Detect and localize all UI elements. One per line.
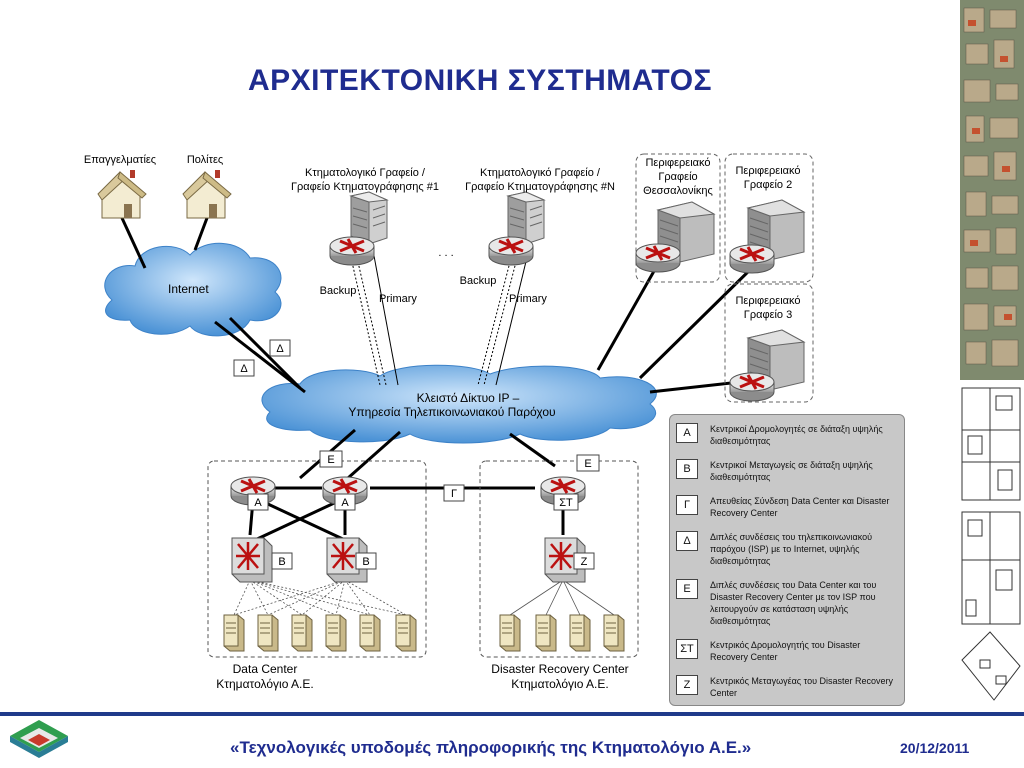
regional2-label-2: Γραφείο 2	[744, 179, 792, 191]
server-links	[233, 579, 407, 616]
legend-key: Α	[676, 423, 698, 443]
regional2-label-1: Περιφερειακό	[735, 165, 800, 177]
ellipsis: . . .	[438, 247, 453, 259]
tag-d	[233, 359, 255, 377]
drc-server-links	[509, 579, 615, 616]
officeN-label-2: Γραφείο Κτηματογράφησης #N	[465, 181, 615, 193]
tag-b-label: Β	[278, 556, 285, 568]
server-icon	[359, 614, 381, 652]
architecture-diagram: Internet	[84, 153, 814, 691]
primary-links	[371, 244, 531, 386]
citizens-label: Πολίτες	[187, 154, 223, 166]
legend-key: Β	[676, 459, 698, 479]
legend-key: Ε	[676, 579, 698, 599]
legend-text: Διπλές συνδέσεις του Data Center και του…	[710, 580, 877, 626]
house-icon	[97, 169, 147, 219]
tag-e	[576, 454, 600, 472]
house-icon	[182, 169, 232, 219]
server-icon	[395, 614, 417, 652]
dc-label-2: Κτηματολόγιο Α.Ε.	[216, 677, 313, 691]
regional-thess-box	[635, 153, 721, 283]
ip-network-label-1: Κλειστό Δίκτυο IP –	[417, 391, 520, 405]
tag-d	[269, 339, 291, 357]
backup-label: Backup	[320, 285, 357, 297]
legend-key: ΣΤ	[676, 639, 698, 659]
regional3-label-1: Περιφερειακό	[735, 295, 800, 307]
tag-e-label: Ε	[584, 458, 591, 470]
tag-z	[573, 552, 595, 570]
officeN-label-1: Κτηματολογικό Γραφείο /	[480, 167, 601, 179]
primary-label: Primary	[379, 293, 417, 305]
footer-bar	[0, 712, 1024, 716]
tag-g-label: Γ	[451, 488, 457, 500]
footer-title: «Τεχνολογικές υποδομές πληροφορικής της …	[230, 738, 752, 757]
office-building-icon	[350, 191, 388, 245]
server-icon	[325, 614, 347, 652]
backup-label: Backup	[460, 275, 497, 287]
legend-text: Κεντρικός Δρομολογητής του Disaster Reco…	[710, 640, 861, 662]
tag-b	[355, 552, 377, 570]
tag-e-label: Ε	[327, 454, 334, 466]
regional2-box	[724, 153, 814, 283]
regional-thess-label-2: Γραφείο	[658, 171, 697, 183]
office-building-icon	[507, 191, 545, 245]
ip-network-label-2: Υπηρεσία Τηλεπικοινωνιακού Παρόχου	[348, 405, 555, 419]
router-icon	[328, 235, 376, 267]
legend-text: Διπλές συνδέσεις του τηλεπικοινωνιακού π…	[710, 532, 873, 566]
legend-key: Ζ	[676, 675, 698, 695]
dc-label-1: Data Center	[233, 662, 298, 676]
tag-b-label: Β	[362, 556, 369, 568]
office1-label-2: Γραφείο Κτηματογράφησης #1	[291, 181, 439, 193]
regional-thess-label-3: Θεσσαλονίκης	[643, 185, 713, 197]
tag-d-label: Δ	[240, 363, 248, 375]
drc-label-2: Κτηματολόγιο Α.Ε.	[511, 677, 608, 691]
server-icon	[223, 614, 245, 652]
regional3-label-2: Γραφείο 3	[744, 309, 792, 321]
drc-label-1: Disaster Recovery Center	[491, 662, 628, 676]
server-icon	[569, 614, 591, 652]
router-icon	[728, 243, 776, 275]
tag-a	[334, 493, 356, 511]
tag-a-label: Α	[341, 497, 349, 509]
router-icon	[634, 242, 682, 274]
footer-date: 20/12/2011	[900, 740, 970, 756]
internet-label: Internet	[168, 282, 209, 296]
legend-text: Κεντρικοί Δρομολογητές σε διάταξη υψηλής…	[710, 424, 883, 446]
internet-cloud	[104, 242, 282, 337]
backup-links	[351, 261, 517, 386]
server-icon	[499, 614, 521, 652]
tag-b	[271, 552, 293, 570]
server-icon	[291, 614, 313, 652]
switch-icon	[230, 536, 274, 584]
legend: Α Κεντρικοί Δρομολογητές σε διάταξη υψηλ…	[669, 414, 905, 706]
side-map-strip	[960, 0, 1024, 712]
logo	[10, 720, 68, 758]
tag-a	[247, 493, 269, 511]
tag-d-label: Δ	[276, 343, 284, 355]
regional-thess-label-1: Περιφερειακό	[645, 157, 710, 169]
legend-key: Δ	[676, 531, 698, 551]
tag-z-label: Ζ	[581, 556, 588, 568]
server-icon	[603, 614, 625, 652]
regional3-box	[724, 283, 814, 403]
tag-st-label: ΣΤ	[559, 497, 573, 509]
professionals-label: Επαγγελματίες	[84, 154, 156, 166]
page-title: ΑΡΧΙΤΕΚΤΟΝΙΚΗ ΣΥΣΤΗΜΑΤΟΣ	[247, 64, 713, 97]
router-icon	[728, 371, 776, 403]
legend-key: Γ	[676, 495, 698, 515]
tag-st	[553, 493, 579, 511]
legend-text: Κεντρικοί Μεταγωγείς σε διάταξη υψηλής δ…	[710, 460, 873, 482]
data-center-box	[207, 460, 427, 658]
primary-label: Primary	[509, 293, 547, 305]
office1-label-1: Κτηματολογικό Γραφείο /	[305, 167, 426, 179]
drc-box	[479, 460, 639, 658]
legend-text: Κεντρικός Μεταγωγέας του Disaster Recove…	[710, 676, 894, 698]
router-icon	[487, 235, 535, 267]
tag-g	[443, 484, 465, 502]
tag-e	[319, 450, 343, 468]
server-icon	[535, 614, 557, 652]
legend-text: Απευθείας Σύνδεση Data Center και Disast…	[710, 496, 890, 518]
tag-a-label: Α	[254, 497, 262, 509]
server-icon	[257, 614, 279, 652]
